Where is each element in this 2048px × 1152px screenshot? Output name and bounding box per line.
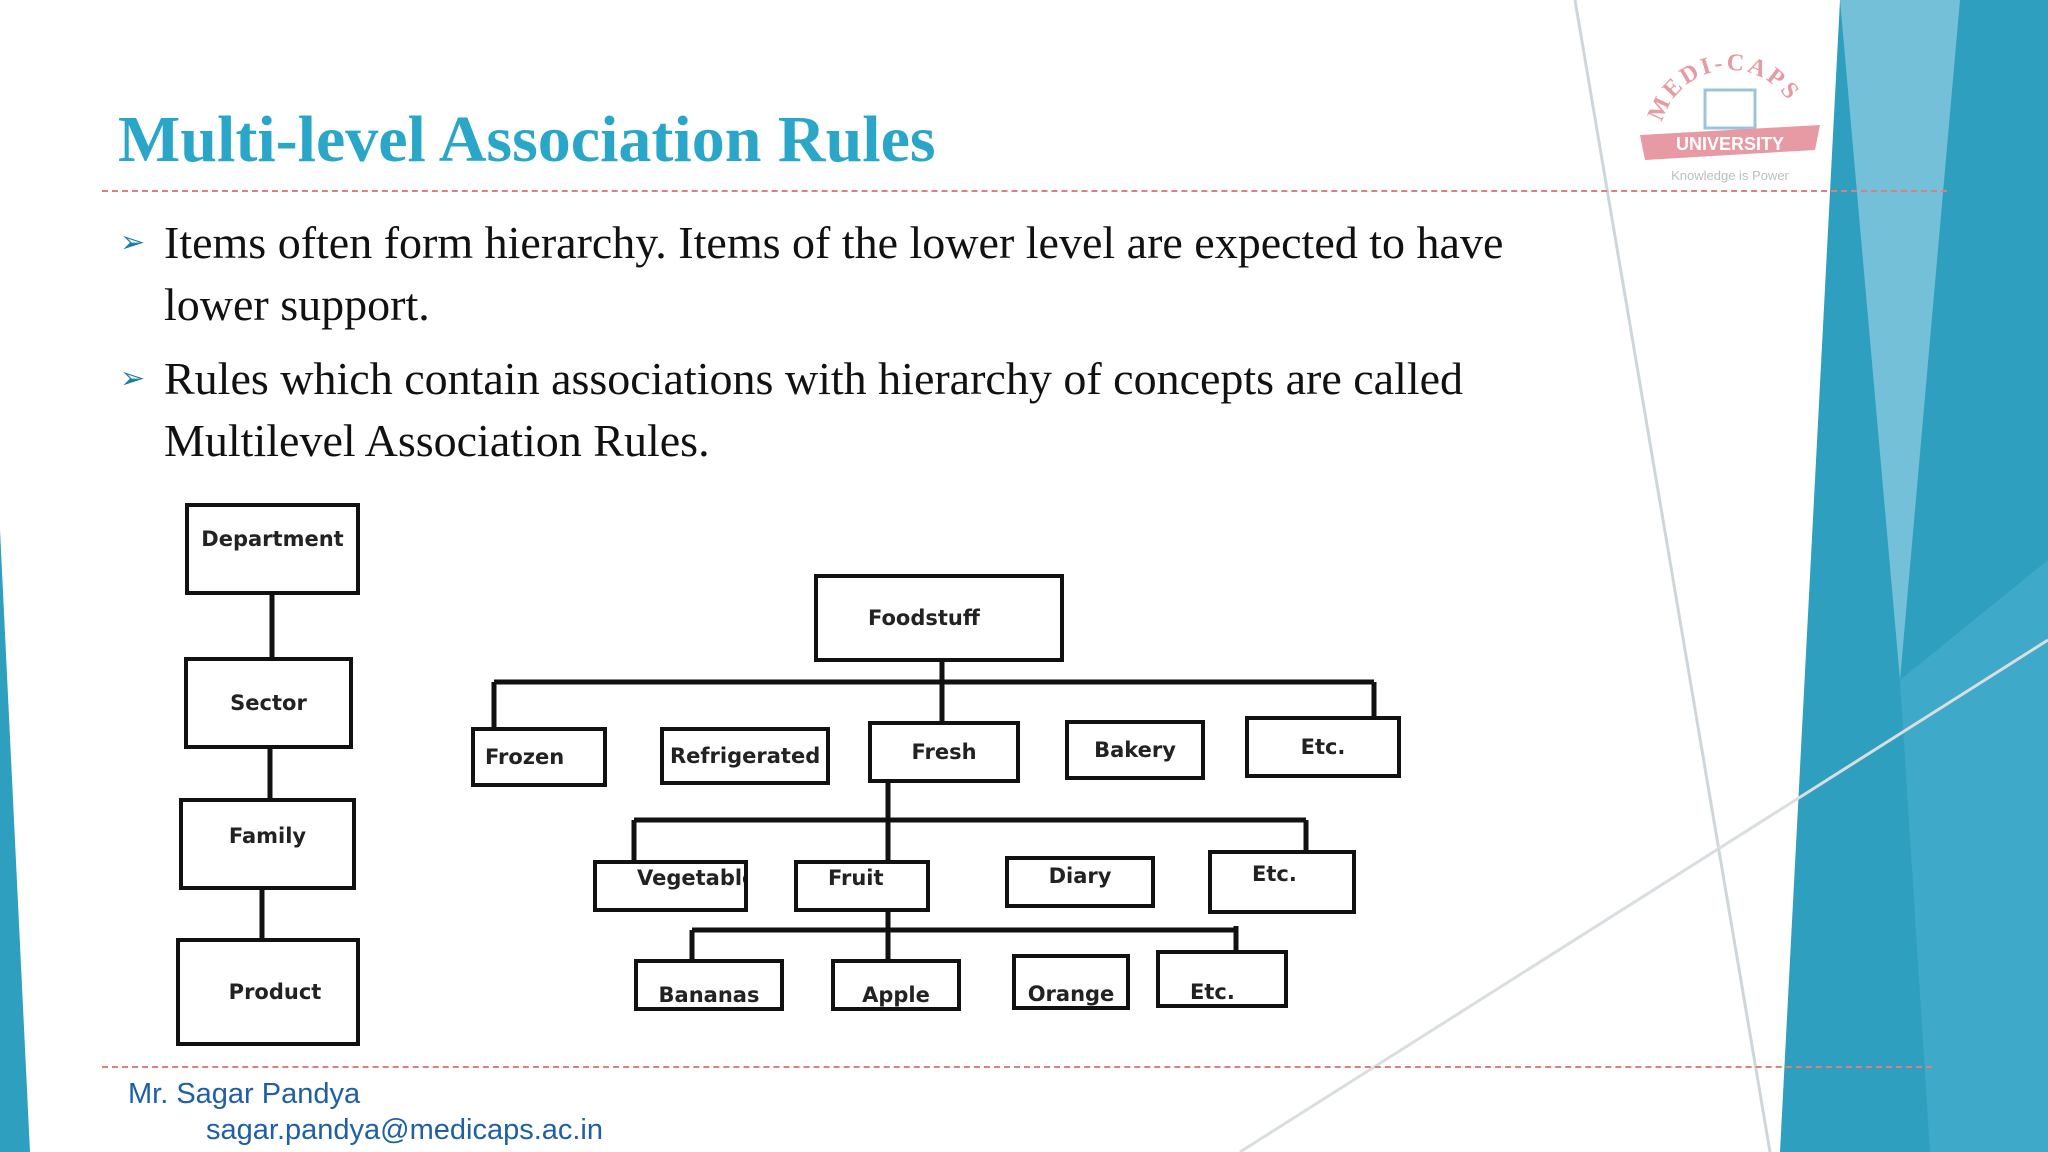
right-light-facet <box>1840 0 1960 680</box>
arrow-bullet-icon: ➢ <box>120 361 146 396</box>
node-etc-level2: Etc. <box>1208 850 1356 914</box>
node-etc-level1: Etc. <box>1245 716 1401 778</box>
arrow-bullet-icon: ➢ <box>120 225 146 260</box>
node-bananas: Bananas <box>634 959 784 1011</box>
node-diary: Diary <box>1005 856 1155 908</box>
bullet-item: ➢ Items often form hierarchy. Items of t… <box>120 212 1570 336</box>
title-divider <box>102 190 1947 192</box>
left-teal-facet <box>0 530 30 1152</box>
node-department: Department <box>185 503 360 595</box>
bullet-item: ➢ Rules which contain associations with … <box>120 348 1570 472</box>
node-orange: Orange <box>1012 954 1130 1010</box>
footer-author: Mr. Sagar Pandya <box>128 1078 361 1110</box>
footer-email: sagar.pandya@medicaps.ac.in <box>206 1114 604 1146</box>
node-frozen: Frozen <box>471 727 607 787</box>
node-apple: Apple <box>831 959 961 1011</box>
bullet-text: Items often form hierarchy. Items of the… <box>164 217 1504 330</box>
svg-text:UNIVERSITY: UNIVERSITY <box>1676 134 1784 154</box>
node-bakery: Bakery <box>1065 720 1205 780</box>
bullet-text: Rules which contain associations with hi… <box>164 353 1464 466</box>
node-vegetable: Vegetable <box>593 860 748 912</box>
bullet-list: ➢ Items often form hierarchy. Items of t… <box>120 212 1570 484</box>
node-product: Product <box>176 938 360 1046</box>
node-etc-level3: Etc. <box>1156 950 1288 1008</box>
node-family: Family <box>179 798 356 890</box>
node-fresh: Fresh <box>868 721 1020 783</box>
slide-title: Multi-level Association Rules <box>118 103 936 176</box>
node-foodstuff: Foodstuff <box>814 574 1064 662</box>
university-logo: MEDI-CAPS UNIVERSITY Knowledge is Power <box>1640 49 1820 183</box>
right-mid-facet <box>1900 560 2048 1152</box>
node-fruit: Fruit <box>794 860 930 912</box>
diagonal-line-1 <box>1573 0 1772 1152</box>
svg-text:Knowledge is Power: Knowledge is Power <box>1671 168 1789 183</box>
node-refrigerated: Refrigerated <box>660 727 830 785</box>
node-sector: Sector <box>184 657 353 749</box>
footer-divider <box>102 1066 1932 1068</box>
